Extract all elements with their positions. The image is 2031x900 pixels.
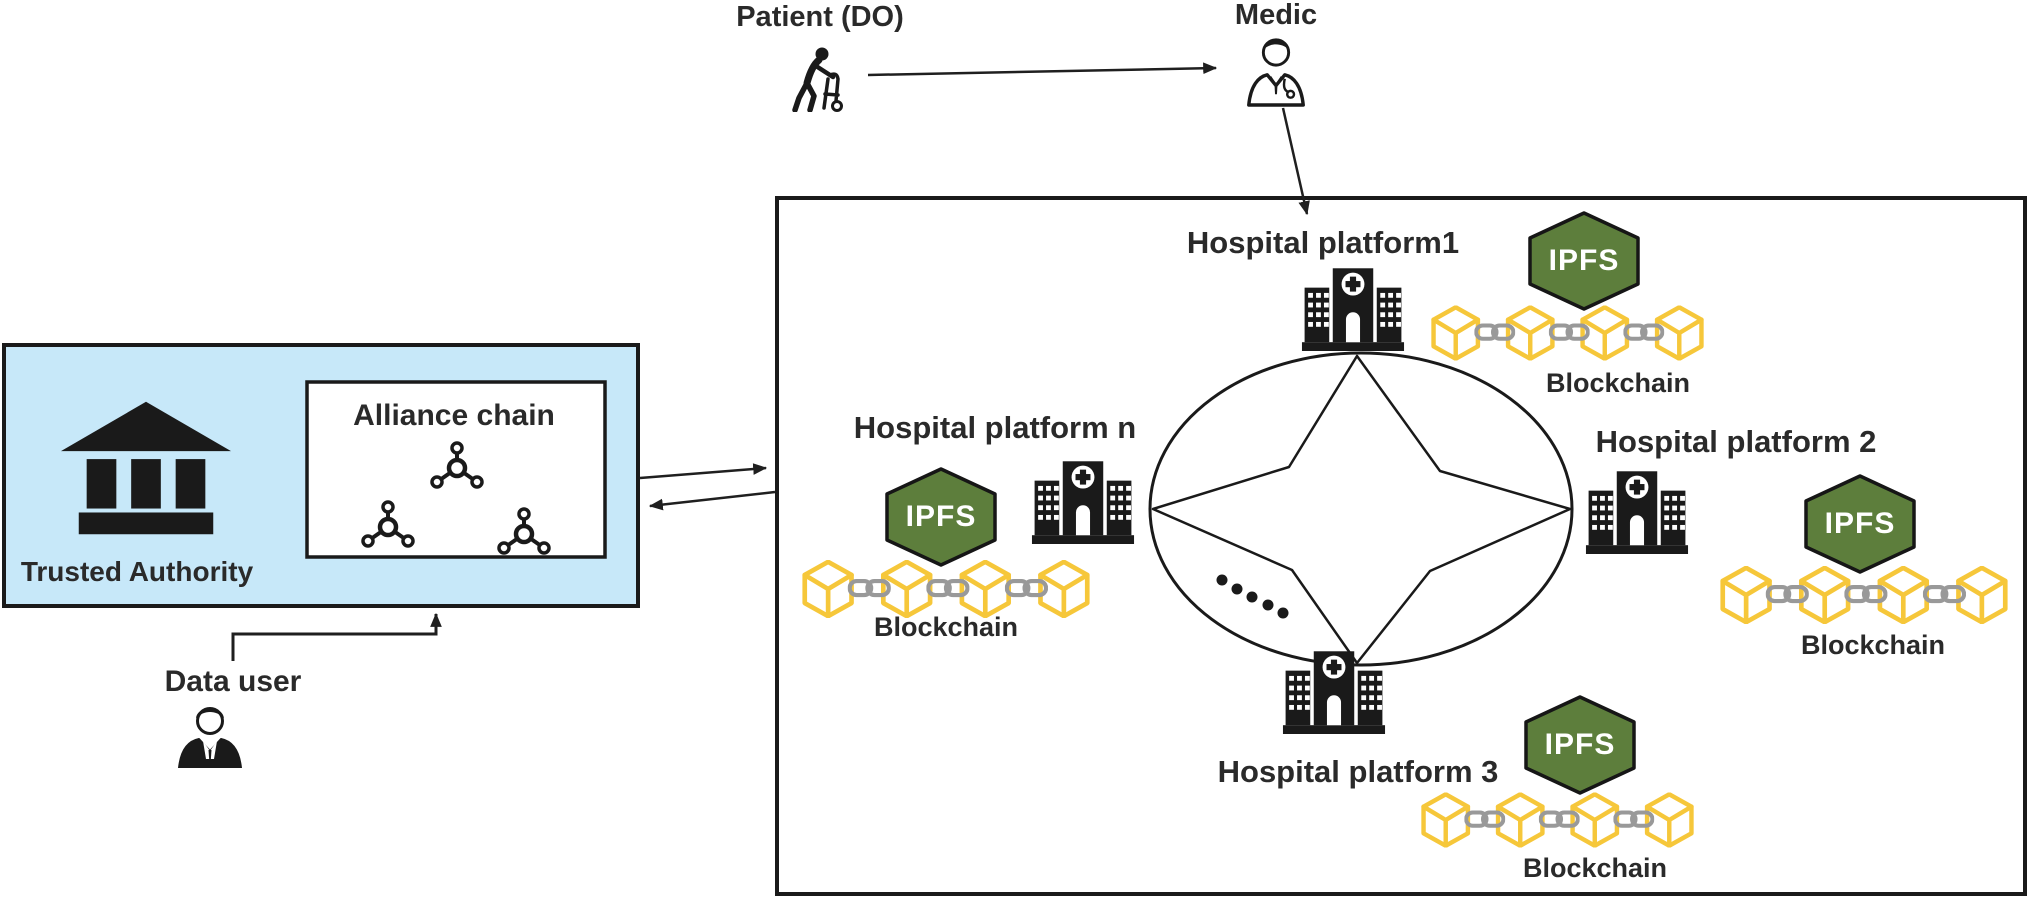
blockchain-label-platform1: Blockchain [1545,368,1691,398]
blockchain-label-platform-n: Blockchain [873,612,1019,642]
patient-icon [795,48,842,111]
ipfs-label: IPFS [1824,507,1896,540]
ipfs-hexagon-icon [1524,695,1636,795]
more-platforms-ellipsis-dots [1216,574,1289,619]
ipfs-badge-platform3: IPFS [1521,695,1639,795]
platform-n-label: Hospital platform n [853,410,1137,445]
medic-icon [1247,38,1305,107]
arrow-patient-to-medic [867,62,1218,77]
arrow-data-user-to-authority [231,612,442,661]
ipfs-badge-platform2: IPFS [1801,474,1919,574]
alliance-chain-label: Alliance chain [353,399,555,432]
blockchain-label-platform3: Blockchain [1522,853,1668,883]
ipfs-hexagon-icon [1804,474,1916,574]
ipfs-hexagon-icon [1528,211,1640,311]
platform1-label: Hospital platform1 [1186,225,1460,260]
arrow-network-to-authority [648,490,776,511]
patient-label: Patient (DO) [736,1,904,33]
medic-label: Medic [1234,0,1318,31]
consensus-ellipse [1148,351,1574,667]
platform3-label: Hospital platform 3 [1217,754,1499,789]
ipfs-label: IPFS [1548,244,1620,277]
ipfs-label: IPFS [1544,728,1616,761]
ipfs-hexagon-icon [885,467,997,567]
arrow-authority-to-network [639,463,768,480]
ipfs-badge-platform-n: IPFS [882,467,1000,567]
blockchain-label-platform2: Blockchain [1800,630,1946,660]
ipfs-badge-platform1: IPFS [1525,211,1643,311]
arrow-medic-to-hospital-network [1281,107,1310,216]
ipfs-label: IPFS [905,500,977,533]
platform2-label: Hospital platform 2 [1595,424,1877,459]
consensus-star [1151,354,1572,665]
data-user-icon [177,706,243,768]
data-user-label: Data user [164,665,302,698]
trusted-authority-label: Trusted Authority [20,556,254,587]
